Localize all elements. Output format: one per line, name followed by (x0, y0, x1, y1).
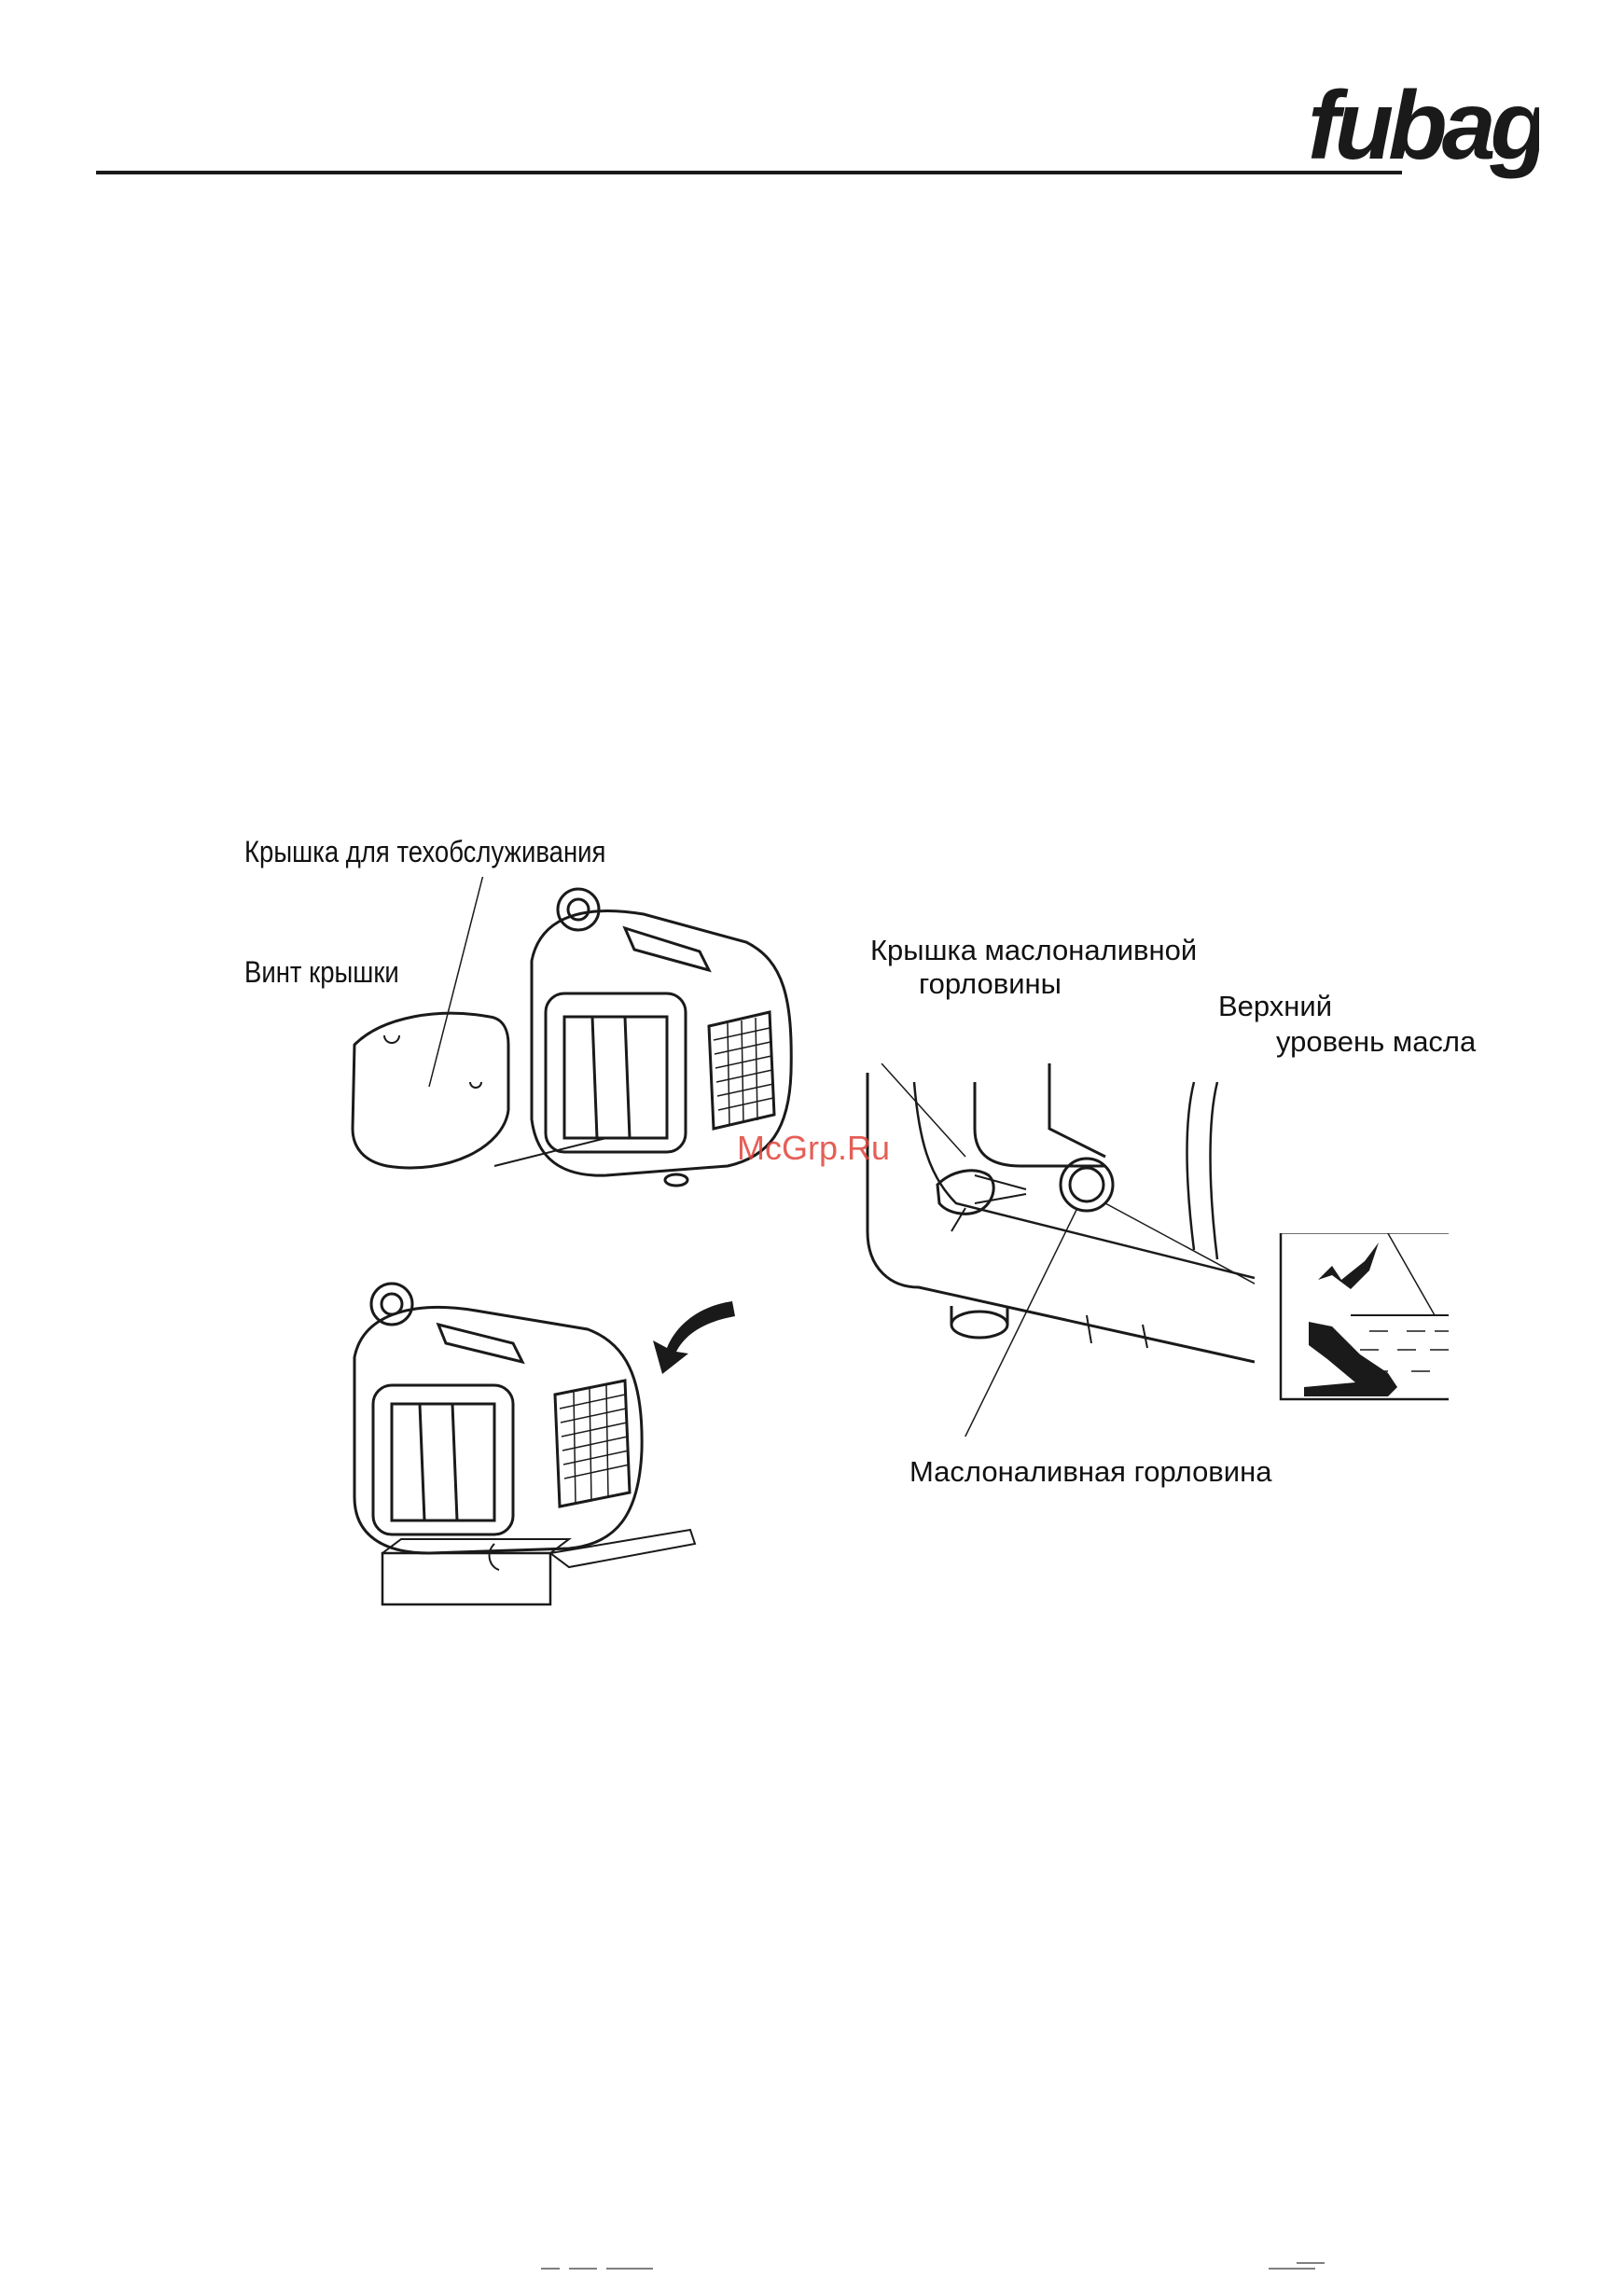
label-service-cover: Крышка для техобслуживания (244, 835, 605, 868)
oil-level-inset-illustration (1276, 1233, 1453, 1406)
label-upper-level-line2: уровень масла (1276, 1025, 1476, 1059)
label-filler-cap-line1: Крышка маслоналивной (870, 934, 1197, 967)
svg-text:fubag: fubag (1308, 72, 1539, 180)
label-filler-neck: Маслоналивная горловина (909, 1455, 1271, 1489)
label-upper-level-line1: Верхний (1218, 990, 1332, 1023)
header-rule (96, 171, 1402, 174)
fubag-logo: fubag (1306, 67, 1539, 188)
tilt-direction-arrow-icon (644, 1292, 737, 1376)
generator-tilted-drain-illustration (345, 1273, 812, 1609)
oil-filler-closeup-illustration (863, 1063, 1255, 1437)
watermark: McGrp.Ru (737, 1129, 890, 1168)
label-filler-cap-line2: горловины (919, 967, 1062, 1001)
footer-marks (0, 2257, 1624, 2277)
